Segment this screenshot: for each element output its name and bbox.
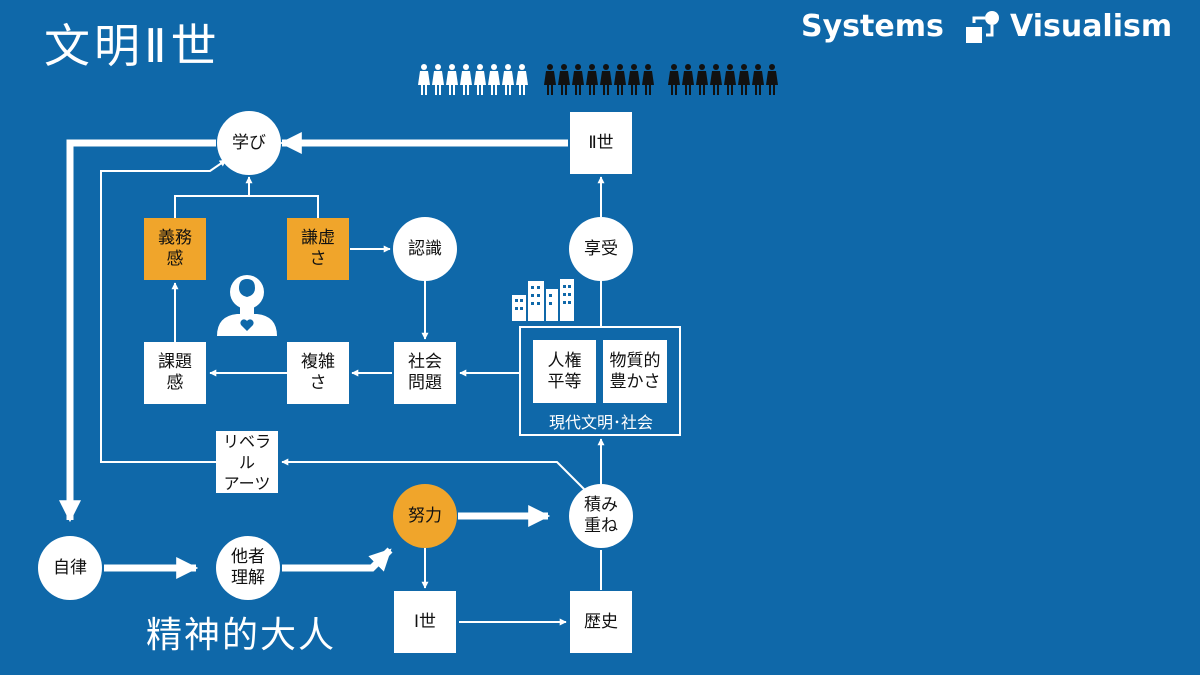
node-tsumikasane: 積み 重ね: [569, 484, 633, 548]
node-kenkyo: 謙虚 さ: [287, 218, 349, 280]
main-flow-lines: [59, 139, 551, 579]
modern-society-label: 現代文明･社会: [548, 413, 653, 432]
mature-adult-caption: 精神的大人: [146, 615, 337, 656]
edge-manabi-to-jiritsu: [59, 139, 216, 523]
node-busshitsu: 物質的 豊かさ: [603, 340, 667, 403]
node-shakai-mondai: 社会 問題: [394, 342, 456, 404]
node-tasha-rikai: 他者 理解: [216, 536, 280, 600]
node-gimukan: 義務 感: [144, 218, 206, 280]
head-heart-icon: [217, 275, 277, 336]
modern-society-frame: [519, 326, 681, 436]
page-title: 文明Ⅱ世: [44, 19, 221, 73]
node-jiritsu: 自律: [38, 536, 102, 600]
connector-lines: [100, 132, 605, 626]
node-jinken: 人権 平等: [533, 340, 596, 403]
node-rekishi: 歴史: [570, 591, 632, 653]
node-fukuzatsu: 複雑 さ: [287, 342, 349, 404]
buildings-icon: [512, 279, 574, 321]
node-nisei: Ⅱ世: [570, 112, 632, 174]
brand-name-left: Systems: [801, 8, 944, 44]
edge-feedback-to-manabi: [100, 159, 227, 463]
flow-logo-icon: [966, 11, 999, 43]
edge-tsumikasane-to-liberal: [281, 458, 586, 491]
edge-tasha-to-doryoku: [282, 547, 393, 572]
people-row-icon: [418, 64, 778, 95]
node-liberal-arts: リベラル アーツ: [216, 431, 278, 493]
brand-name-right: Visualism: [1010, 8, 1173, 44]
node-ninshiki: 認識: [393, 217, 457, 281]
node-kadaikan: 課題 感: [144, 342, 206, 404]
node-kyoju: 享受: [569, 217, 633, 281]
node-doryoku: 努力: [393, 484, 457, 548]
node-manabi: 学び: [217, 111, 281, 175]
node-issei: Ⅰ世: [394, 591, 456, 653]
edge-gimukan-kenkyo-to-manabi: [174, 195, 319, 218]
